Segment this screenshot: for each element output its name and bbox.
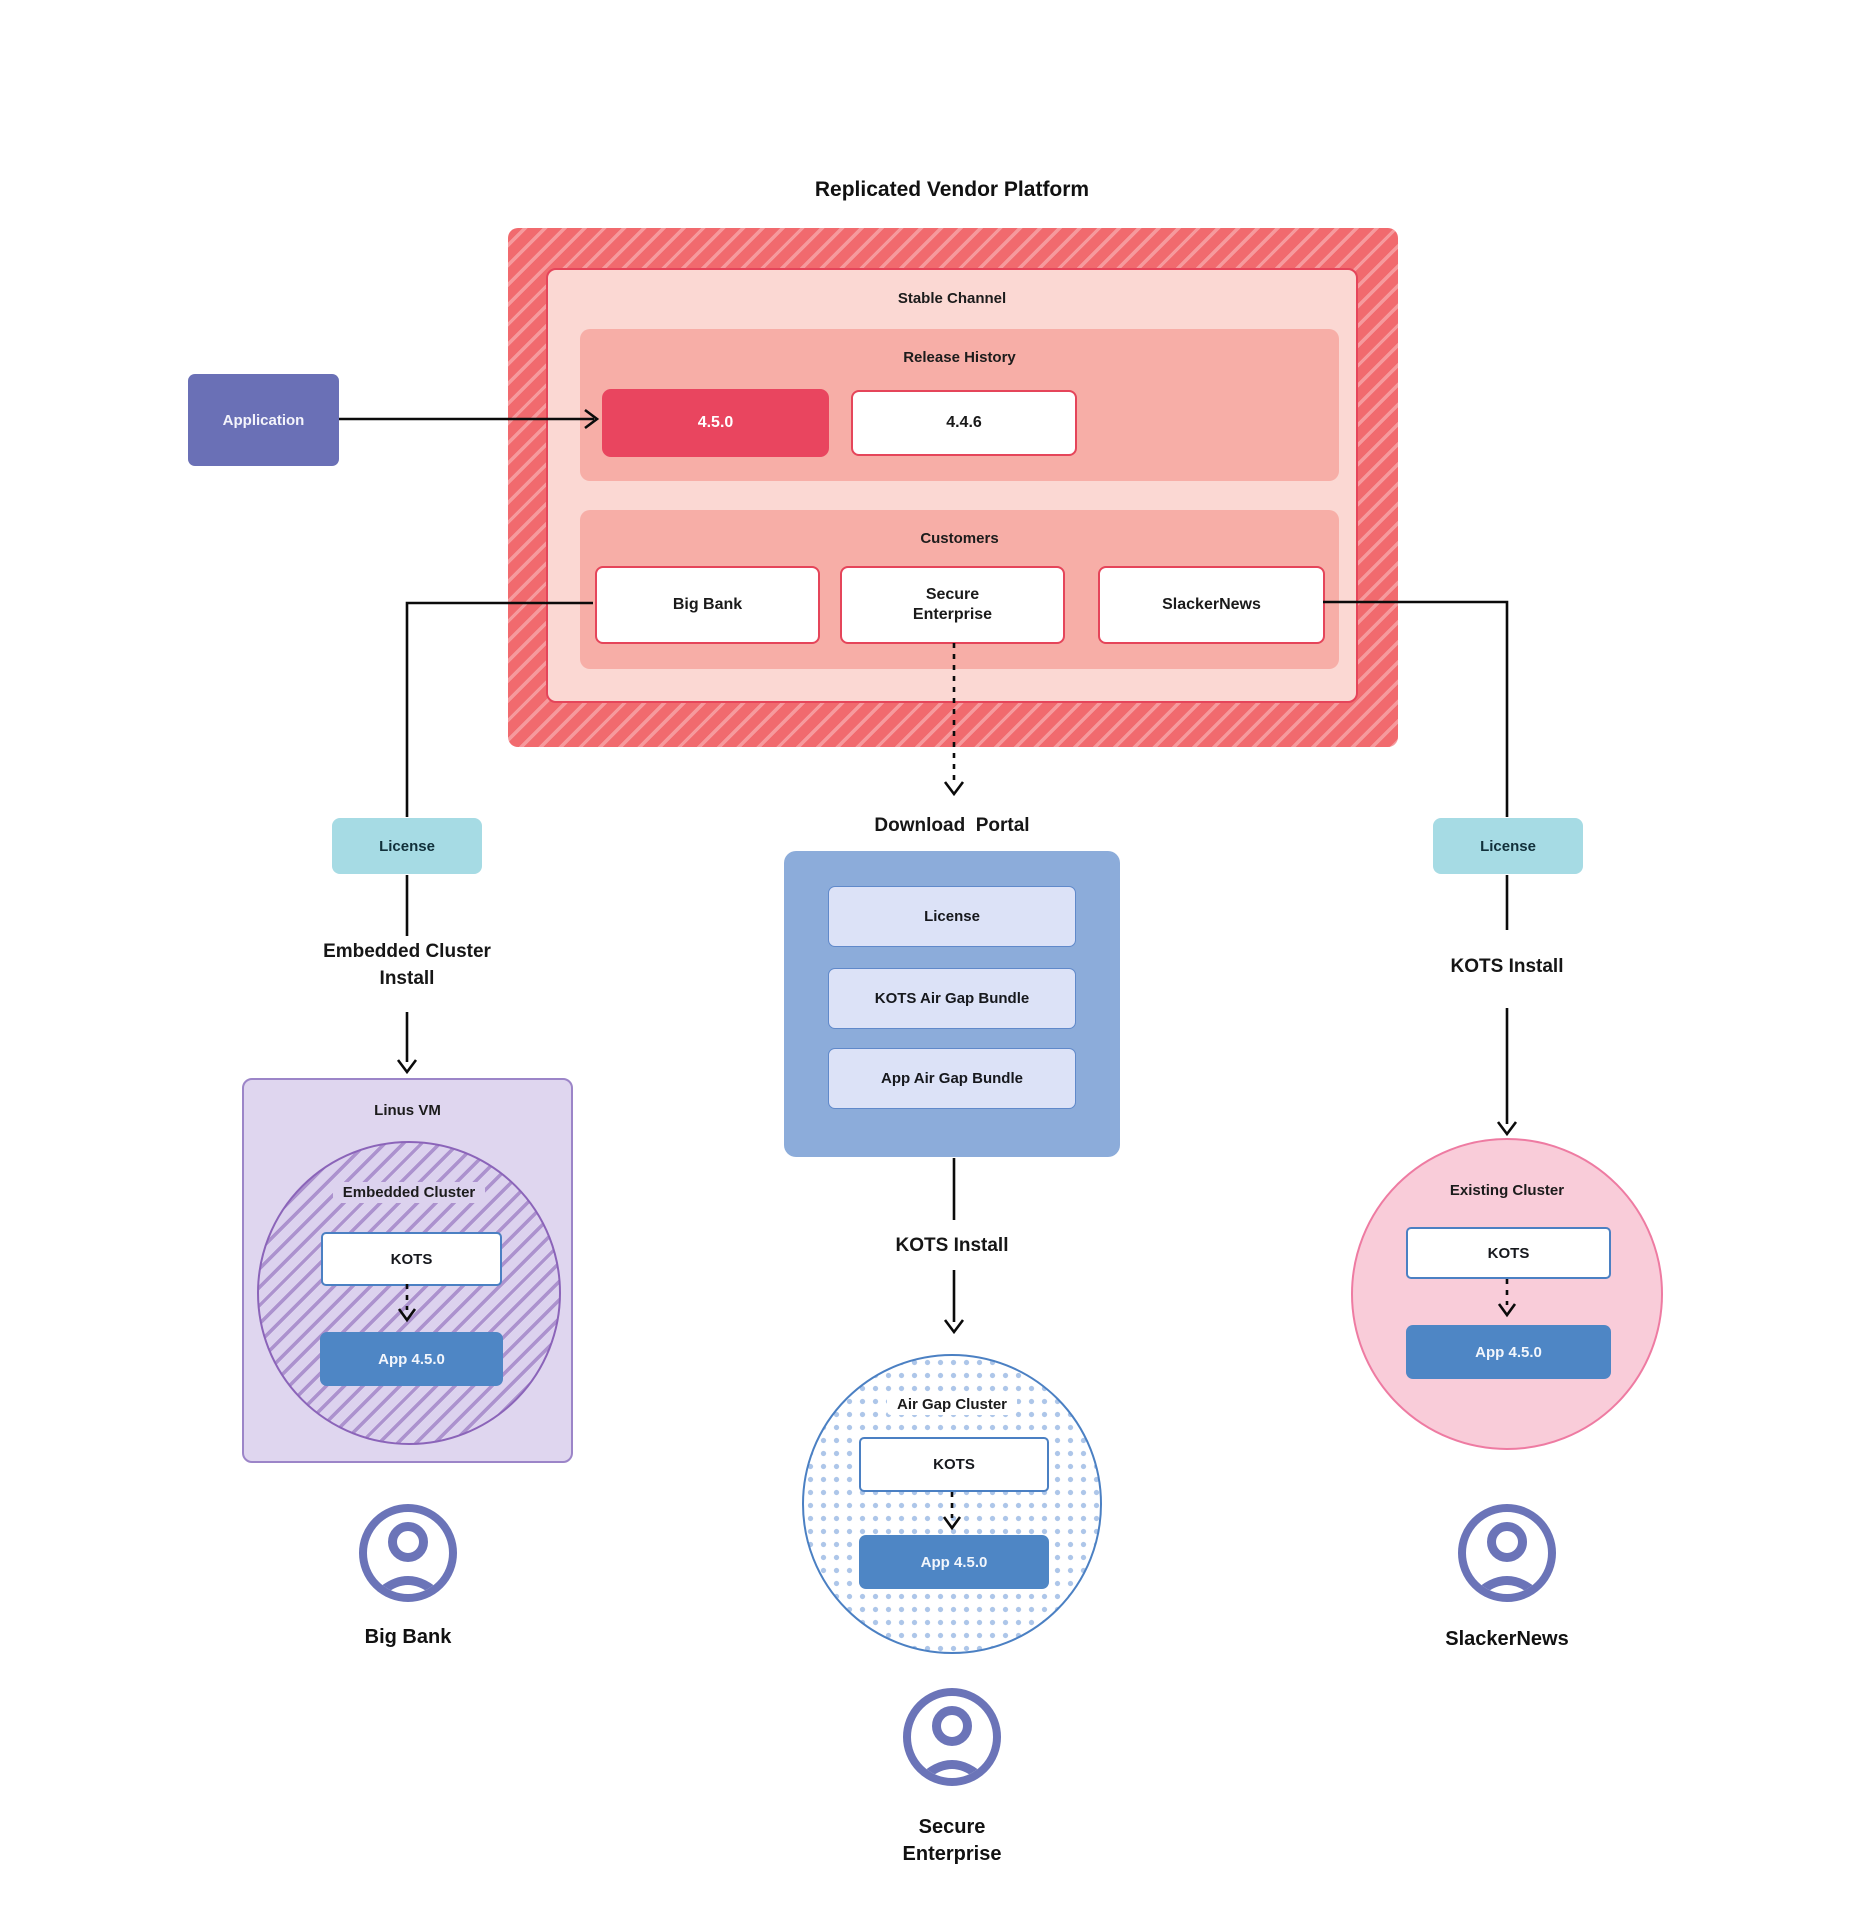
portal-item-license: License bbox=[828, 886, 1076, 947]
kots-node-right: KOTS bbox=[1406, 1227, 1611, 1279]
license-label: License bbox=[1480, 837, 1536, 855]
license-chip-left: License bbox=[332, 818, 482, 874]
user-label-secure-enterprise: Secure Enterprise bbox=[902, 1816, 1002, 1865]
release-4-4-6: 4.4.6 bbox=[851, 390, 1077, 456]
user-label-big-bank: Big Bank bbox=[364, 1626, 452, 1648]
application-node: Application bbox=[188, 374, 339, 466]
license-chip-right: License bbox=[1433, 818, 1583, 874]
user-icon bbox=[1458, 1504, 1556, 1602]
embedded-cluster-label: Embedded Cluster bbox=[259, 1182, 559, 1203]
release-history-box: Release History 4.5.0 4.4.6 bbox=[580, 329, 1339, 481]
existing-cluster-circle: Existing Cluster KOTS App 4.5.0 bbox=[1351, 1138, 1663, 1450]
stable-channel-box: Stable Channel Release History 4.5.0 4.4… bbox=[546, 268, 1358, 703]
air-gap-cluster-circle: Air Gap Cluster KOTS App 4.5.0 bbox=[802, 1354, 1102, 1654]
release-version: 4.4.6 bbox=[946, 414, 982, 431]
release-history-label: Release History bbox=[903, 349, 1016, 366]
release-version: 4.5.0 bbox=[697, 414, 734, 431]
download-portal-label: Download Portal bbox=[874, 815, 1030, 836]
customer-name: SlackerNews bbox=[1162, 596, 1261, 613]
customers-label: Customers bbox=[920, 530, 999, 547]
kots-node-center: KOTS bbox=[859, 1437, 1049, 1492]
existing-cluster-label: Existing Cluster bbox=[1449, 1182, 1565, 1199]
stable-channel-label: Stable Channel bbox=[897, 290, 1007, 307]
kots-node-left: KOTS bbox=[321, 1232, 502, 1286]
app-node-left: App 4.5.0 bbox=[320, 1332, 503, 1386]
embedded-cluster-circle: Embedded Cluster KOTS App 4.5.0 bbox=[257, 1141, 561, 1445]
kots-install-label-center: KOTS Install bbox=[895, 1235, 1009, 1256]
vendor-platform-box: Stable Channel Release History 4.5.0 4.4… bbox=[508, 228, 1398, 747]
user-icon bbox=[903, 1688, 1001, 1786]
license-label: License bbox=[379, 837, 435, 855]
customer-name: Big Bank bbox=[672, 596, 743, 613]
customer-secure-enterprise: Secure Enterprise bbox=[840, 566, 1065, 644]
customers-box: Customers Big Bank Secure Enterprise Sla… bbox=[580, 510, 1339, 669]
user-icon bbox=[359, 1504, 457, 1602]
portal-item-app-airgap-bundle: App Air Gap Bundle bbox=[828, 1048, 1076, 1109]
linus-vm-box: Linus VM Embedded Cluster KOTS App 4.5.0 bbox=[242, 1078, 573, 1463]
release-4-5-0: 4.5.0 bbox=[602, 389, 829, 457]
application-label: Application bbox=[222, 411, 305, 429]
customer-name: Secure Enterprise bbox=[912, 586, 993, 623]
download-portal-box: License KOTS Air Gap Bundle App Air Gap … bbox=[784, 851, 1120, 1157]
portal-item-kots-airgap-bundle: KOTS Air Gap Bundle bbox=[828, 968, 1076, 1029]
user-label-slackernews: SlackerNews bbox=[1445, 1628, 1569, 1650]
kots-install-label-right: KOTS Install bbox=[1450, 956, 1564, 977]
embedded-cluster-install-label: Embedded Cluster Install bbox=[323, 941, 491, 989]
app-node-right: App 4.5.0 bbox=[1406, 1325, 1611, 1379]
app-node-center: App 4.5.0 bbox=[859, 1535, 1049, 1589]
customer-big-bank: Big Bank bbox=[595, 566, 820, 644]
air-gap-cluster-label: Air Gap Cluster bbox=[804, 1394, 1100, 1415]
page-title: Replicated Vendor Platform bbox=[814, 178, 1090, 201]
linus-vm-label: Linus VM bbox=[374, 1102, 441, 1119]
customer-slackernews: SlackerNews bbox=[1098, 566, 1325, 644]
